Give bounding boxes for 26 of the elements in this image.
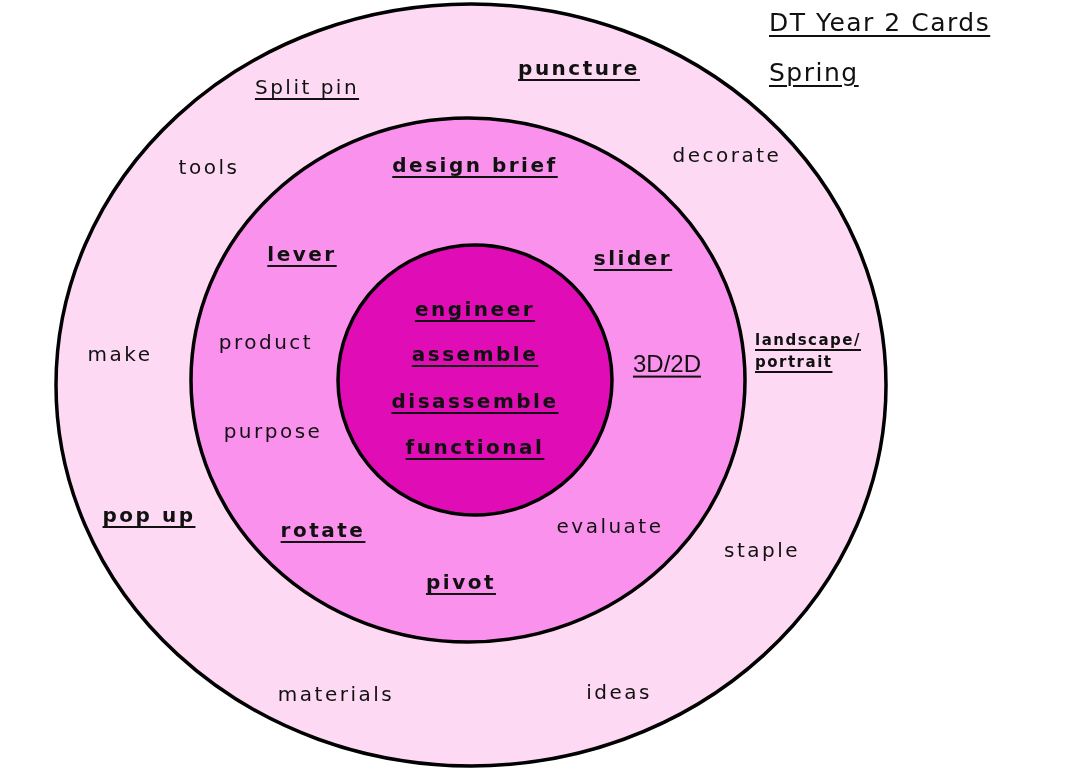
- vocabulary-word: functional: [405, 435, 545, 459]
- vocabulary-word: make: [87, 342, 153, 366]
- title: DT Year 2 Cards: [769, 8, 991, 38]
- vocabulary-word: staple: [723, 538, 801, 562]
- vocabulary-word: purpose: [223, 419, 323, 443]
- vocabulary-word: disassemble: [391, 389, 559, 413]
- vocabulary-word: pivot: [426, 570, 496, 594]
- vocabulary-word: product: [218, 330, 314, 354]
- vocabulary-word: 3D/2D: [633, 349, 701, 379]
- vocabulary-word: design brief: [392, 153, 558, 177]
- vocabulary-word: pop up: [102, 503, 196, 527]
- vocabulary-word: assemble: [411, 342, 539, 366]
- vocabulary-word: materials: [277, 682, 395, 706]
- vocabulary-word: landscape/ portrait: [755, 330, 862, 373]
- vocabulary-word: ideas: [586, 680, 652, 704]
- vocabulary-word: decorate: [672, 143, 782, 167]
- vocabulary-word: rotate: [280, 518, 366, 542]
- vocabulary-word: tools: [178, 155, 240, 179]
- vocabulary-word: puncture: [518, 56, 640, 80]
- vocabulary-word: lever: [267, 242, 337, 266]
- vocabulary-word: evaluate: [556, 514, 664, 538]
- vocabulary-word: slider: [593, 246, 673, 270]
- outer-ring: [54, 2, 888, 768]
- subtitle: Spring: [769, 58, 859, 88]
- vocabulary-word: Split pin: [254, 75, 360, 99]
- vocabulary-word: engineer: [414, 297, 536, 321]
